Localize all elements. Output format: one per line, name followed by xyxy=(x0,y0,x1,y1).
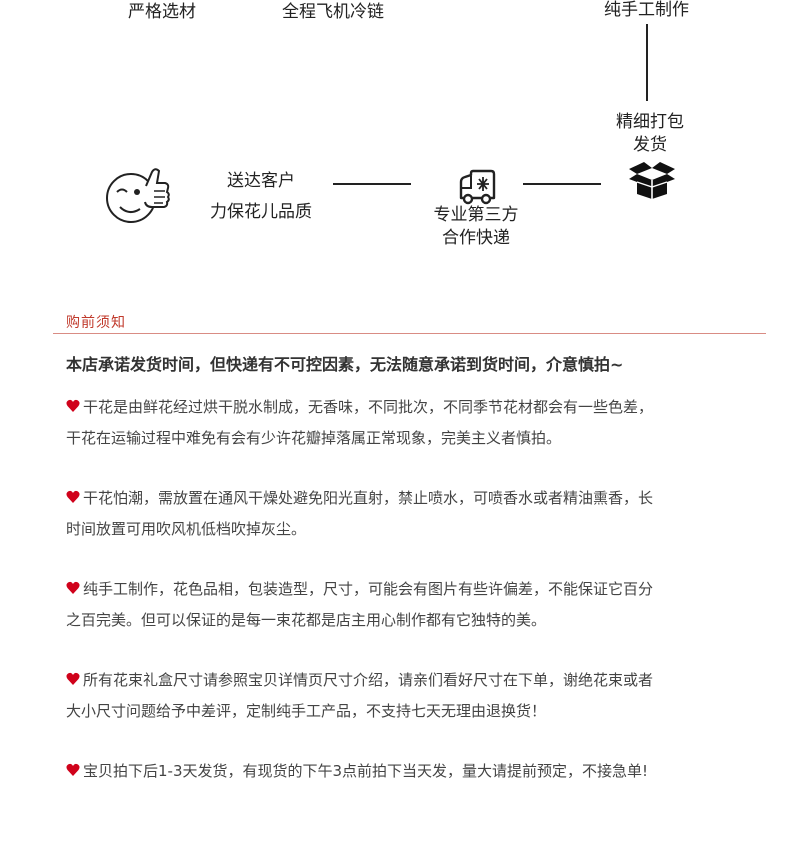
flow-step-delivery-label: 送达客户 力保花儿品质 xyxy=(200,166,322,228)
flow-connector-vertical xyxy=(646,24,648,101)
notice-item-line: 时间放置可用吹风机低档吹掉灰尘。 xyxy=(66,520,307,538)
heart-icon xyxy=(66,490,80,503)
notice-item: 干花是由鲜花经过烘干脱水制成，无香味，不同批次，不同季节花材都会有一些色差， 干… xyxy=(66,392,746,454)
notice-item-line: 干花是由鲜花经过烘干脱水制成，无香味，不同批次，不同季节花材都会有一些色差， xyxy=(66,392,746,423)
notice-item-text: 纯手工制作，花色品相，包装造型，尺寸，可能会有图片有些许偏差，不能保证它百分 xyxy=(83,580,654,598)
flow-step-pack-label: 精细打包 发货 xyxy=(603,111,697,157)
notice-item: 宝贝拍下后1-3天发货，有现货的下午3点前拍下当天发，量大请提前预定，不接急单! xyxy=(66,756,746,787)
notice-item-line: 大小尺寸问题给予中差评，定制纯手工产品，不支持七天无理由退换货！ xyxy=(66,702,547,720)
heart-icon xyxy=(66,672,80,685)
notice-item-line: 纯手工制作，花色品相，包装造型，尺寸，可能会有图片有些许偏差，不能保证它百分 xyxy=(66,574,746,605)
notice-item-line: 所有花束礼盒尺寸请参照宝贝详情页尺寸介绍，请亲们看好尺寸在下单，谢绝花束或者 xyxy=(66,665,746,696)
flow-connector-right xyxy=(523,183,601,185)
flow-step-pack-line2: 发货 xyxy=(633,135,667,155)
flow-step-delivery-line1: 送达客户 xyxy=(227,171,295,191)
flow-step-pack-line1: 精细打包 xyxy=(616,112,684,132)
flow-step-material-label: 严格选材 xyxy=(128,2,196,22)
notice-item-line: 干花在运输过程中难免有会有少许花瓣掉落属正常现象，完美主义者慎拍。 xyxy=(66,429,562,447)
notice-item: 所有花束礼盒尺寸请参照宝贝详情页尺寸介绍，请亲们看好尺寸在下单，谢绝花束或者 大… xyxy=(66,665,746,727)
notice-item-text: 所有花束礼盒尺寸请参照宝贝详情页尺寸介绍，请亲们看好尺寸在下单，谢绝花束或者 xyxy=(83,671,654,689)
notice-item-line: 宝贝拍下后1-3天发货，有现货的下午3点前拍下当天发，量大请提前预定，不接急单! xyxy=(66,756,746,787)
notice-item-text: 干花是由鲜花经过烘干脱水制成，无香味，不同批次，不同季节花材都会有一些色差， xyxy=(83,398,654,416)
notice-item-line: 之百完美。但可以保证的是每一束花都是店主用心制作都有它独特的美。 xyxy=(66,611,547,629)
heart-icon xyxy=(66,763,80,776)
flow-step-delivery-line2: 力保花儿品质 xyxy=(210,202,312,222)
notice-headline: 本店承诺发货时间，但快递有不可控因素，无法随意承诺到货时间，介意慎拍~ xyxy=(66,355,624,374)
delivery-truck-icon xyxy=(459,169,496,205)
notice-list: 干花是由鲜花经过烘干脱水制成，无香味，不同批次，不同季节花材都会有一些色差， 干… xyxy=(66,392,746,816)
flow-step-courier-label: 专业第三方 合作快递 xyxy=(425,204,527,250)
flow-connector-left xyxy=(333,183,411,185)
notice-item-line: 干花怕潮，需放置在通风干燥处避免阳光直射，禁止喷水，可喷香水或者精油熏香，长 xyxy=(66,483,746,514)
heart-icon xyxy=(66,581,80,594)
thumbs-up-smiley-icon xyxy=(106,168,170,223)
package-box-icon xyxy=(629,162,675,199)
notice-item-text: 干花怕潮，需放置在通风干燥处避免阳光直射，禁止喷水，可喷香水或者精油熏香，长 xyxy=(83,489,654,507)
heart-icon xyxy=(66,399,80,412)
flow-step-courier-line1: 专业第三方 xyxy=(433,205,519,225)
notice-item: 干花怕潮，需放置在通风干燥处避免阳光直射，禁止喷水，可喷香水或者精油熏香，长 时… xyxy=(66,483,746,545)
flow-step-handmade-label: 纯手工制作 xyxy=(604,0,689,20)
flow-step-courier-line2: 合作快递 xyxy=(442,228,510,248)
notice-divider xyxy=(53,333,766,334)
notice-item-text: 宝贝拍下后1-3天发货，有现货的下午3点前拍下当天发，量大请提前预定，不接急单! xyxy=(83,762,649,780)
flow-step-coldchain-label: 全程飞机冷链 xyxy=(282,2,384,22)
notice-section-title: 购前须知 xyxy=(66,315,126,331)
notice-item: 纯手工制作，花色品相，包装造型，尺寸，可能会有图片有些许偏差，不能保证它百分 之… xyxy=(66,574,746,636)
